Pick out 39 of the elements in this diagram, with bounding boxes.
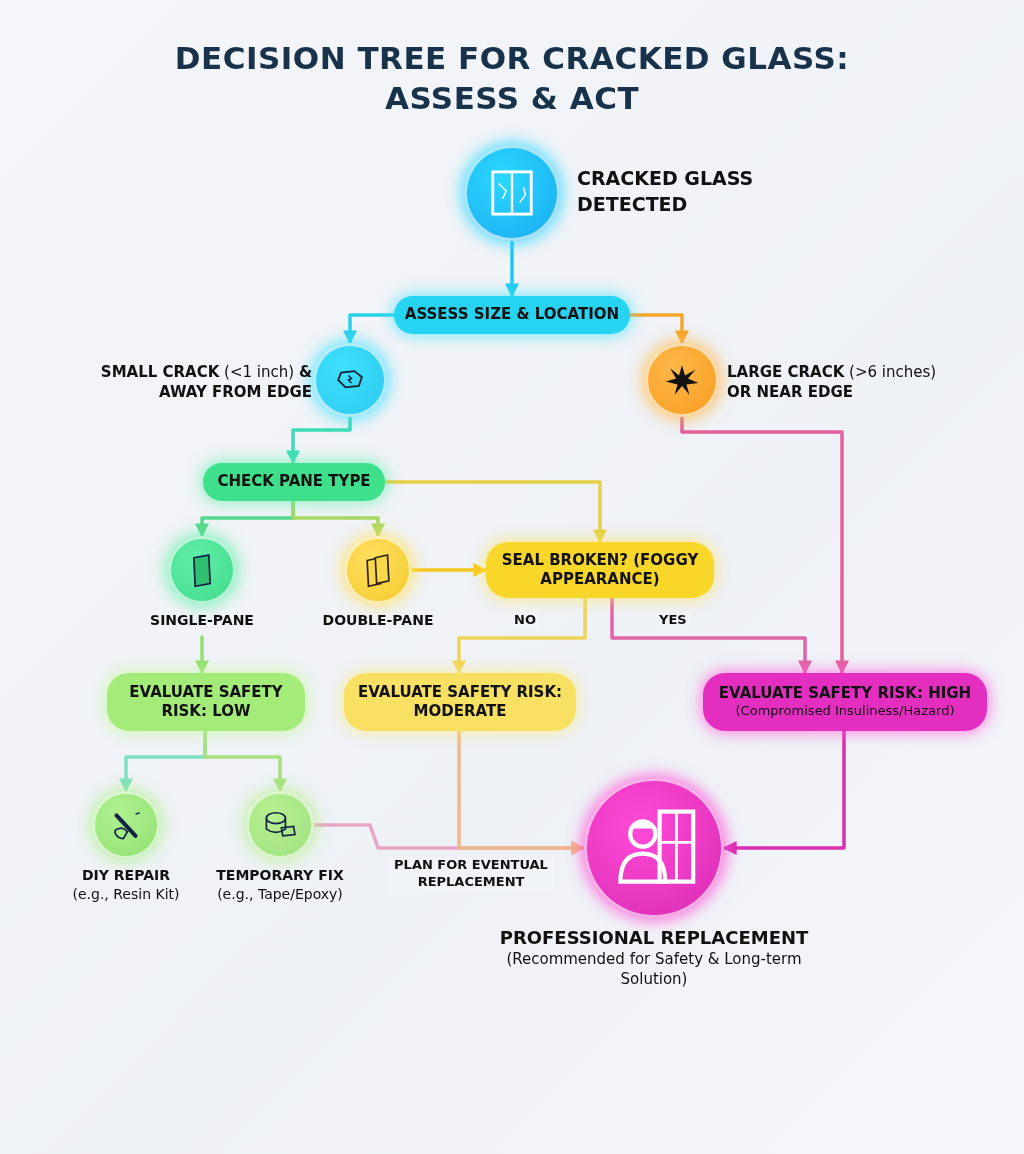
node-note: (Recommended for Safety & Long-term Solution) xyxy=(505,949,803,990)
node-label: SEAL BROKEN? (FOGGY APPEARANCE) xyxy=(500,550,700,590)
arrow xyxy=(610,596,812,675)
title: DECISION TREE FOR CRACKED GLASS: ASSESS & ACT xyxy=(173,39,851,119)
node-label: EVALUATE SAFETY RISK: HIGH xyxy=(718,683,972,704)
arrow xyxy=(722,729,846,855)
arrow xyxy=(680,415,849,675)
decision-pill xyxy=(394,296,630,334)
node-label: TEMPORARY FIX xyxy=(215,866,345,885)
decision-pill xyxy=(486,542,714,598)
node-label: EVALUATE SAFETY RISK: LOW xyxy=(128,682,284,722)
decision-pill xyxy=(107,673,305,731)
arrow xyxy=(203,729,287,793)
arrow xyxy=(452,596,587,675)
node-label: EVALUATE SAFETY RISK: MODERATE xyxy=(356,682,564,722)
arrow xyxy=(343,313,396,345)
arrow xyxy=(383,480,607,544)
node-note: (e.g., Resin Kit) xyxy=(71,885,181,904)
decision-pill xyxy=(203,463,385,501)
node-label: SINGLE-PANE xyxy=(149,611,255,630)
node-label: PROFESSIONAL REPLACEMENT xyxy=(498,926,810,950)
node-note: (e.g., Tape/Epoxy) xyxy=(216,885,344,904)
arrow xyxy=(410,563,488,577)
arrow xyxy=(628,313,689,345)
node-label: LARGE CRACK (>6 inches) OR NEAR EDGE xyxy=(727,362,938,403)
node-label: ASSESS SIZE & LOCATION xyxy=(404,305,620,325)
decision-pill xyxy=(344,673,576,731)
arrow xyxy=(291,499,385,538)
node-note: (Compromised Insuliness/Hazard) xyxy=(735,703,955,721)
arrow xyxy=(505,239,519,298)
decision-pill xyxy=(703,673,987,731)
node-label: SMALL CRACK (<1 inch) & AWAY FROM EDGE xyxy=(99,362,312,403)
node-label: CHECK PANE TYPE xyxy=(217,472,371,492)
arrow xyxy=(286,415,352,465)
arrow xyxy=(457,729,586,855)
node-label: DOUBLE-PANE xyxy=(321,611,435,630)
arrow xyxy=(195,635,209,675)
node-label: DIY REPAIR xyxy=(81,866,171,885)
node-label: CRACKED GLASS DETECTED xyxy=(577,166,755,217)
